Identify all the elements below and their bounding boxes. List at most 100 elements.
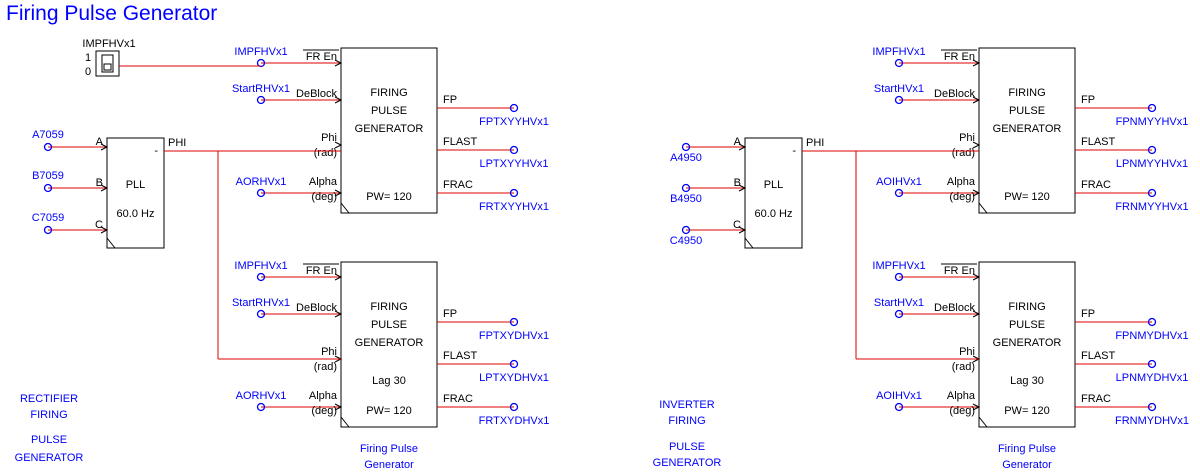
output-signal-label: FRTXYDHVx1 [479,415,550,427]
output-signal-label: FPNMYDHVx1 [1115,330,1188,342]
output-node [1147,402,1157,412]
port-arrow [738,143,747,151]
output-node [509,188,519,198]
port-label-phi: Phi [321,346,337,358]
pll-input-node [681,225,691,235]
output-port-label: FRAC [443,179,473,191]
output-node [1147,188,1157,198]
input-node [256,402,266,412]
block-title-line: FIRING [370,301,407,313]
input-signal-label: IMPFHVx1 [234,46,287,58]
pll-input-label: A4950 [670,152,702,164]
pll-port-label: A [96,136,104,148]
switch-on-label: 1 [85,52,91,64]
pll-port-label: A [734,136,742,148]
port-label-rad: (rad) [952,361,975,373]
output-node [509,145,519,155]
port-label-deblock: DeBlock [296,302,337,314]
pll-frequency: 60.0 Hz [755,208,793,220]
port-label-deblock: DeBlock [296,88,337,100]
port-label-rad: (rad) [952,147,975,159]
output-node [1147,103,1157,113]
port-label-fr-en: FR En [306,51,337,63]
output-signal-label: LPNMYYHVx1 [1116,158,1188,170]
input-node [894,309,904,319]
output-signal-label: LPNMYDHVx1 [1116,372,1189,384]
input-signal-label: IMPFHVx1 [872,260,925,272]
input-signal-label: AORHVx1 [236,176,287,188]
block-lag-setting: Lag 30 [1010,375,1044,387]
pll-port-label: B [734,177,741,189]
block-pulse-width: PW= 120 [366,405,412,417]
output-signal-label: LPTXYDHVx1 [479,372,549,384]
block-title-line: PULSE [371,105,407,117]
section-label: PULSE [31,434,67,446]
port-arrow [334,403,343,411]
pll-block [744,137,803,249]
output-node [1147,359,1157,369]
output-port-label: FP [1081,94,1095,106]
output-node [509,103,519,113]
section-label: RECTIFIER [20,393,78,405]
firing-pulse-generator-block [340,261,438,428]
pll-output-port: - [792,145,796,157]
switch-lever [103,63,112,71]
input-signal-label: AORHVx1 [236,390,287,402]
port-arrow [100,143,109,151]
phi-signal-label: PHI [168,137,186,149]
output-node [1147,145,1157,155]
port-arrow [738,184,747,192]
port-arrow [334,273,343,281]
output-signal-label: FRNMYDHVx1 [1115,415,1189,427]
pll-block [106,137,165,249]
input-node [256,188,266,198]
port-label-rad: (rad) [314,361,337,373]
pll-port-label: B [96,177,103,189]
block-title-line: FIRING [370,87,407,99]
generator-caption: Firing Pulse [360,443,418,455]
port-label-deg: (deg) [311,405,337,417]
port-label-deg: (deg) [949,191,975,203]
port-label-alpha: Alpha [309,390,338,402]
output-node [509,317,519,327]
port-arrow [972,141,981,149]
input-signal-label: StartHVx1 [874,83,924,95]
port-label-alpha: Alpha [947,176,976,188]
output-signal-label: FPNMYYHVx1 [1116,116,1189,128]
block-title-line: PULSE [1009,319,1045,331]
firing-pulse-generator-block [978,47,1076,214]
block-pulse-width: PW= 120 [1004,405,1050,417]
pll-input-node [43,183,53,193]
block-title-line: FIRING [1008,87,1045,99]
pll-port-label: C [95,219,103,231]
pll-port-label: C [733,219,741,231]
switch-name: IMPFHVx1 [82,38,135,50]
input-node [256,309,266,319]
section-label: GENERATOR [653,457,722,469]
port-label-alpha: Alpha [947,390,976,402]
port-label-fr-en: FR En [944,51,975,63]
output-signal-label: FPTXYYHVx1 [479,116,549,128]
output-node [509,402,519,412]
port-label-phi: Phi [959,346,975,358]
output-port-label: FRAC [1081,393,1111,405]
output-port-label: FLAST [1081,136,1116,148]
block-corner-mark [978,202,988,214]
input-node [894,272,904,282]
block-corner-mark [744,237,754,249]
pll-input-node [681,142,691,152]
block-title-line: PULSE [371,319,407,331]
output-port-label: FP [443,308,457,320]
pll-name: PLL [764,179,784,191]
page-title: Firing Pulse Generator [6,2,218,25]
port-label-deblock: DeBlock [934,88,975,100]
pll-name: PLL [126,179,146,191]
generator-caption: Generator [1002,459,1052,471]
output-port-label: FRAC [443,393,473,405]
output-signal-label: FPTXYDHVx1 [479,330,549,342]
pll-frequency: 60.0 Hz [117,208,155,220]
input-signal-label: IMPFHVx1 [872,46,925,58]
port-label-fr-en: FR En [306,265,337,277]
block-lag-setting: Lag 30 [372,375,406,387]
block-title-line: GENERATOR [993,123,1062,135]
